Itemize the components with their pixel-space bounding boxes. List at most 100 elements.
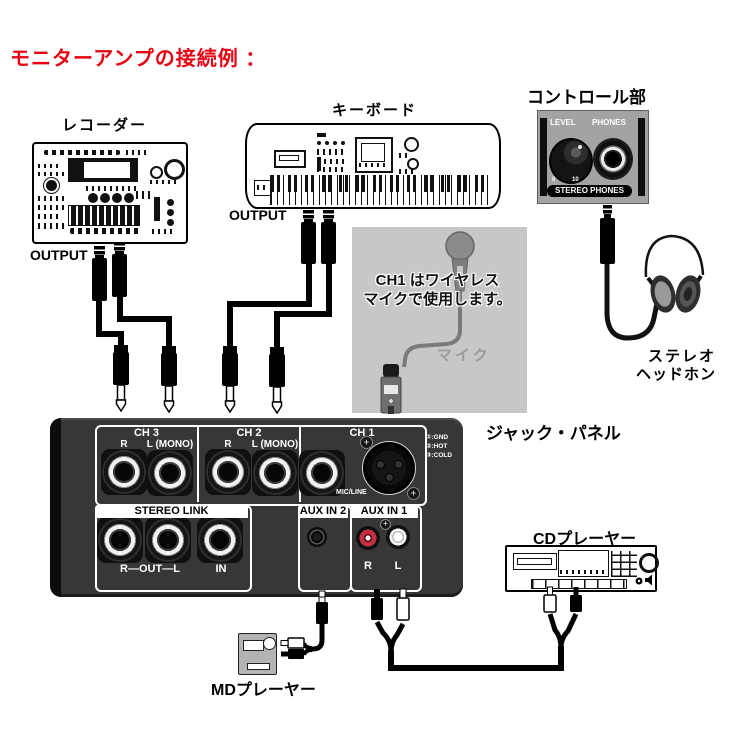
aux-in-1-l-label: L: [394, 560, 402, 572]
cable-keyboard-l: [274, 262, 332, 349]
keyboard-buttons-1: [317, 149, 345, 155]
md-cable-branch-white: [302, 642, 313, 650]
aux-in-1-title: AUX IN 1: [350, 505, 418, 518]
keyboard-plug-left: [301, 210, 316, 264]
keyboard-floppy-drive: [274, 150, 306, 168]
level-knob: [549, 138, 593, 184]
cd-tray: [513, 553, 557, 570]
keyboard-left-end-block: [254, 180, 271, 196]
cd-cable-branch-3: [547, 613, 564, 649]
recorder-mid-buttons: [86, 186, 138, 191]
recorder-knob-1: [88, 193, 98, 203]
headphones-label-line2: ヘッドホン: [636, 366, 717, 383]
keyboard-dot-3: [333, 141, 337, 145]
cd-display: [558, 550, 609, 577]
knob-min-label: 0: [552, 177, 556, 183]
stereo-phones-label: STEREO PHONES: [547, 185, 632, 197]
panel-plug-ch3-l: [161, 346, 177, 414]
control-rail-left: [540, 118, 547, 196]
recorder-transport-buttons: [70, 228, 142, 234]
aux-in-1-r-jack: [356, 526, 380, 550]
recorder-buttons-row: [150, 180, 176, 184]
ch2-l-label: L (MONO): [251, 439, 299, 450]
ch-divider-1: [197, 425, 199, 502]
control-panel: LEVEL PHONES 0 10 STEREO PHONES: [537, 110, 649, 204]
mic-note-line2: マイクで使用します。: [363, 291, 512, 308]
recorder-plug-right: [112, 242, 127, 297]
cd-cable-branch-2: [388, 622, 406, 653]
stereo-link-out-l-jack: [145, 517, 191, 563]
cable-recorder-l: [117, 294, 172, 348]
panel-plug-ch2-r: [222, 346, 238, 414]
recorder-display-bezel: [68, 158, 138, 182]
cd-cable-branch-4: [558, 612, 579, 649]
headphones-label-line1: ステレオ: [648, 348, 717, 365]
md-rca-white: [280, 637, 305, 649]
ch2-title: CH 2: [236, 427, 262, 439]
ch-section-box: [95, 425, 427, 506]
cd-button-grid: [611, 551, 637, 577]
ch3-r-jack: [101, 449, 147, 495]
keyboard-plug-right: [321, 210, 336, 264]
recorder-btn-a: [167, 199, 174, 206]
recorder-master-fader: [154, 197, 160, 221]
recorder-faders: [68, 205, 140, 226]
headphone-cable: [604, 264, 660, 341]
jack-panel-label: ジャック・パネル: [486, 424, 621, 443]
keyboard-mod-knob: [404, 137, 419, 152]
cd-cable-main: [388, 646, 564, 671]
recorder-jog-knob: [164, 159, 185, 180]
recorder-knob-2: [100, 193, 110, 203]
phones-label: PHONES: [592, 118, 626, 127]
keyboard-pitch-fader: [317, 157, 321, 171]
panel-plug-ch2-l: [269, 347, 285, 415]
aux-in-1-l-jack: [386, 525, 410, 549]
recorder-left-buttons-6: [38, 223, 66, 229]
stereo-link-in-jack: [197, 517, 243, 563]
recorder-bottom-right-buttons: [152, 229, 174, 234]
stereo-link-in-label: IN: [215, 563, 227, 575]
cd-bottom-buttons: [531, 579, 627, 589]
recorder-monitor-knob: [46, 180, 57, 191]
page-title: モニターアンプの接続例 ：: [10, 48, 267, 70]
recorder-small-knob: [150, 166, 163, 179]
md-cable-main: [311, 624, 325, 652]
recorder-btn-c: [167, 219, 174, 226]
keyboard-label: キーボード: [332, 102, 418, 119]
ch2-r-jack: [205, 449, 251, 495]
aux-in-2-title: AUX IN 2: [298, 505, 348, 518]
xlr-pin1-label: ①:GND: [426, 434, 449, 441]
level-label: LEVEL: [550, 118, 576, 127]
md-player-illustration: [238, 633, 277, 675]
xlr-screw-top: +: [360, 436, 373, 449]
recorder-illustration: [32, 142, 188, 244]
cd-player-label: CDプレーヤー: [533, 531, 637, 548]
recorder-left-buttons-2: [38, 172, 64, 176]
aux-in-1-screw: +: [380, 519, 391, 530]
keyboard-buttons-2: [324, 159, 346, 164]
mic-note-line1: CH1 はワイヤレス: [375, 272, 500, 289]
recorder-top-buttons: [126, 150, 150, 155]
keyboard-buttons-5: [399, 169, 417, 174]
recorder-left-buttons-5: [38, 214, 62, 219]
md-display: [243, 640, 264, 651]
keyboard-buttons-3: [317, 167, 347, 172]
recorder-left-buttons-4: [38, 205, 66, 210]
md-disc: [263, 637, 276, 650]
md-cable-branch-black: [302, 648, 313, 656]
keyboard-led: [317, 133, 326, 137]
headphone-plug: [600, 205, 615, 264]
md-player-label: MDプレーヤー: [211, 682, 316, 699]
keyboard-dot-1: [317, 141, 321, 145]
keyboard-buttons-4: [399, 153, 411, 158]
ch2-l-jack: [252, 450, 298, 496]
keyboard-display-bezel: [355, 137, 393, 173]
mic-label: マイク: [437, 347, 491, 364]
cd-player-illustration: [505, 545, 659, 592]
xlr-pin3-label: ③:COLD: [426, 452, 453, 459]
mic-note-box: [352, 227, 527, 413]
cable-recorder-r: [96, 298, 124, 347]
knob-max-label: 10: [572, 177, 579, 183]
stereo-link-out-r-jack: [97, 517, 143, 563]
